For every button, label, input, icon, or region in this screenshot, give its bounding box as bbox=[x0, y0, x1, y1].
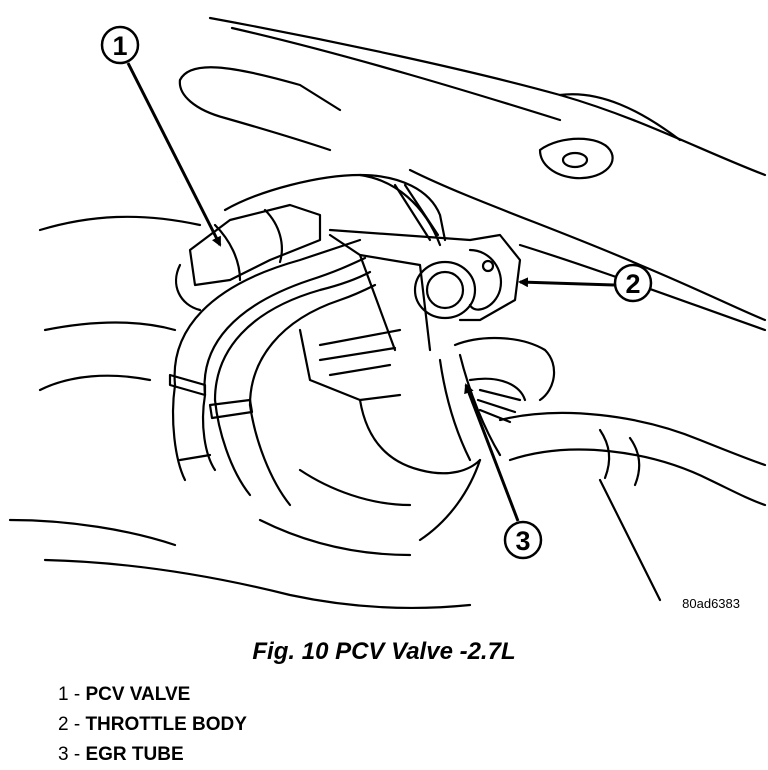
callout-1-number: 1 bbox=[112, 31, 127, 61]
legend-item-number: 1 - bbox=[58, 684, 86, 705]
legend-list: 1 - PCV VALVE 2 - THROTTLE BODY 3 - EGR … bbox=[58, 680, 247, 770]
legend-item-number: 3 - bbox=[58, 744, 86, 765]
figure-caption: Fig. 10 PCV Valve -2.7L bbox=[252, 638, 516, 665]
figure-image-code: 80ad6383 bbox=[682, 596, 740, 611]
legend-item-label: THROTTLE BODY bbox=[85, 714, 247, 735]
callout-3: 3 bbox=[464, 383, 543, 560]
legend-item-label: PCV VALVE bbox=[85, 684, 191, 705]
legend-item: 3 - EGR TUBE bbox=[58, 740, 247, 770]
callout-3-circle bbox=[503, 520, 543, 560]
legend-item: 2 - THROTTLE BODY bbox=[58, 710, 247, 740]
callout-1-circle bbox=[100, 25, 140, 65]
legend-item: 1 - PCV VALVE bbox=[58, 680, 247, 710]
callout-2-leader bbox=[518, 277, 615, 288]
callout-3-number: 3 bbox=[515, 526, 530, 556]
callout-3-leader bbox=[464, 383, 520, 522]
engine-illustration: 1 2 3 80ad6383 bbox=[8, 16, 767, 611]
legend-item-label: EGR TUBE bbox=[85, 744, 184, 765]
callout-2-number: 2 bbox=[625, 269, 640, 299]
line-art bbox=[8, 16, 767, 610]
callout-2-circle bbox=[613, 263, 653, 303]
legend-item-number: 2 - bbox=[58, 714, 86, 735]
callout-1-leader bbox=[126, 62, 222, 247]
callout-1: 1 bbox=[100, 25, 222, 247]
callout-2: 2 bbox=[518, 263, 653, 303]
